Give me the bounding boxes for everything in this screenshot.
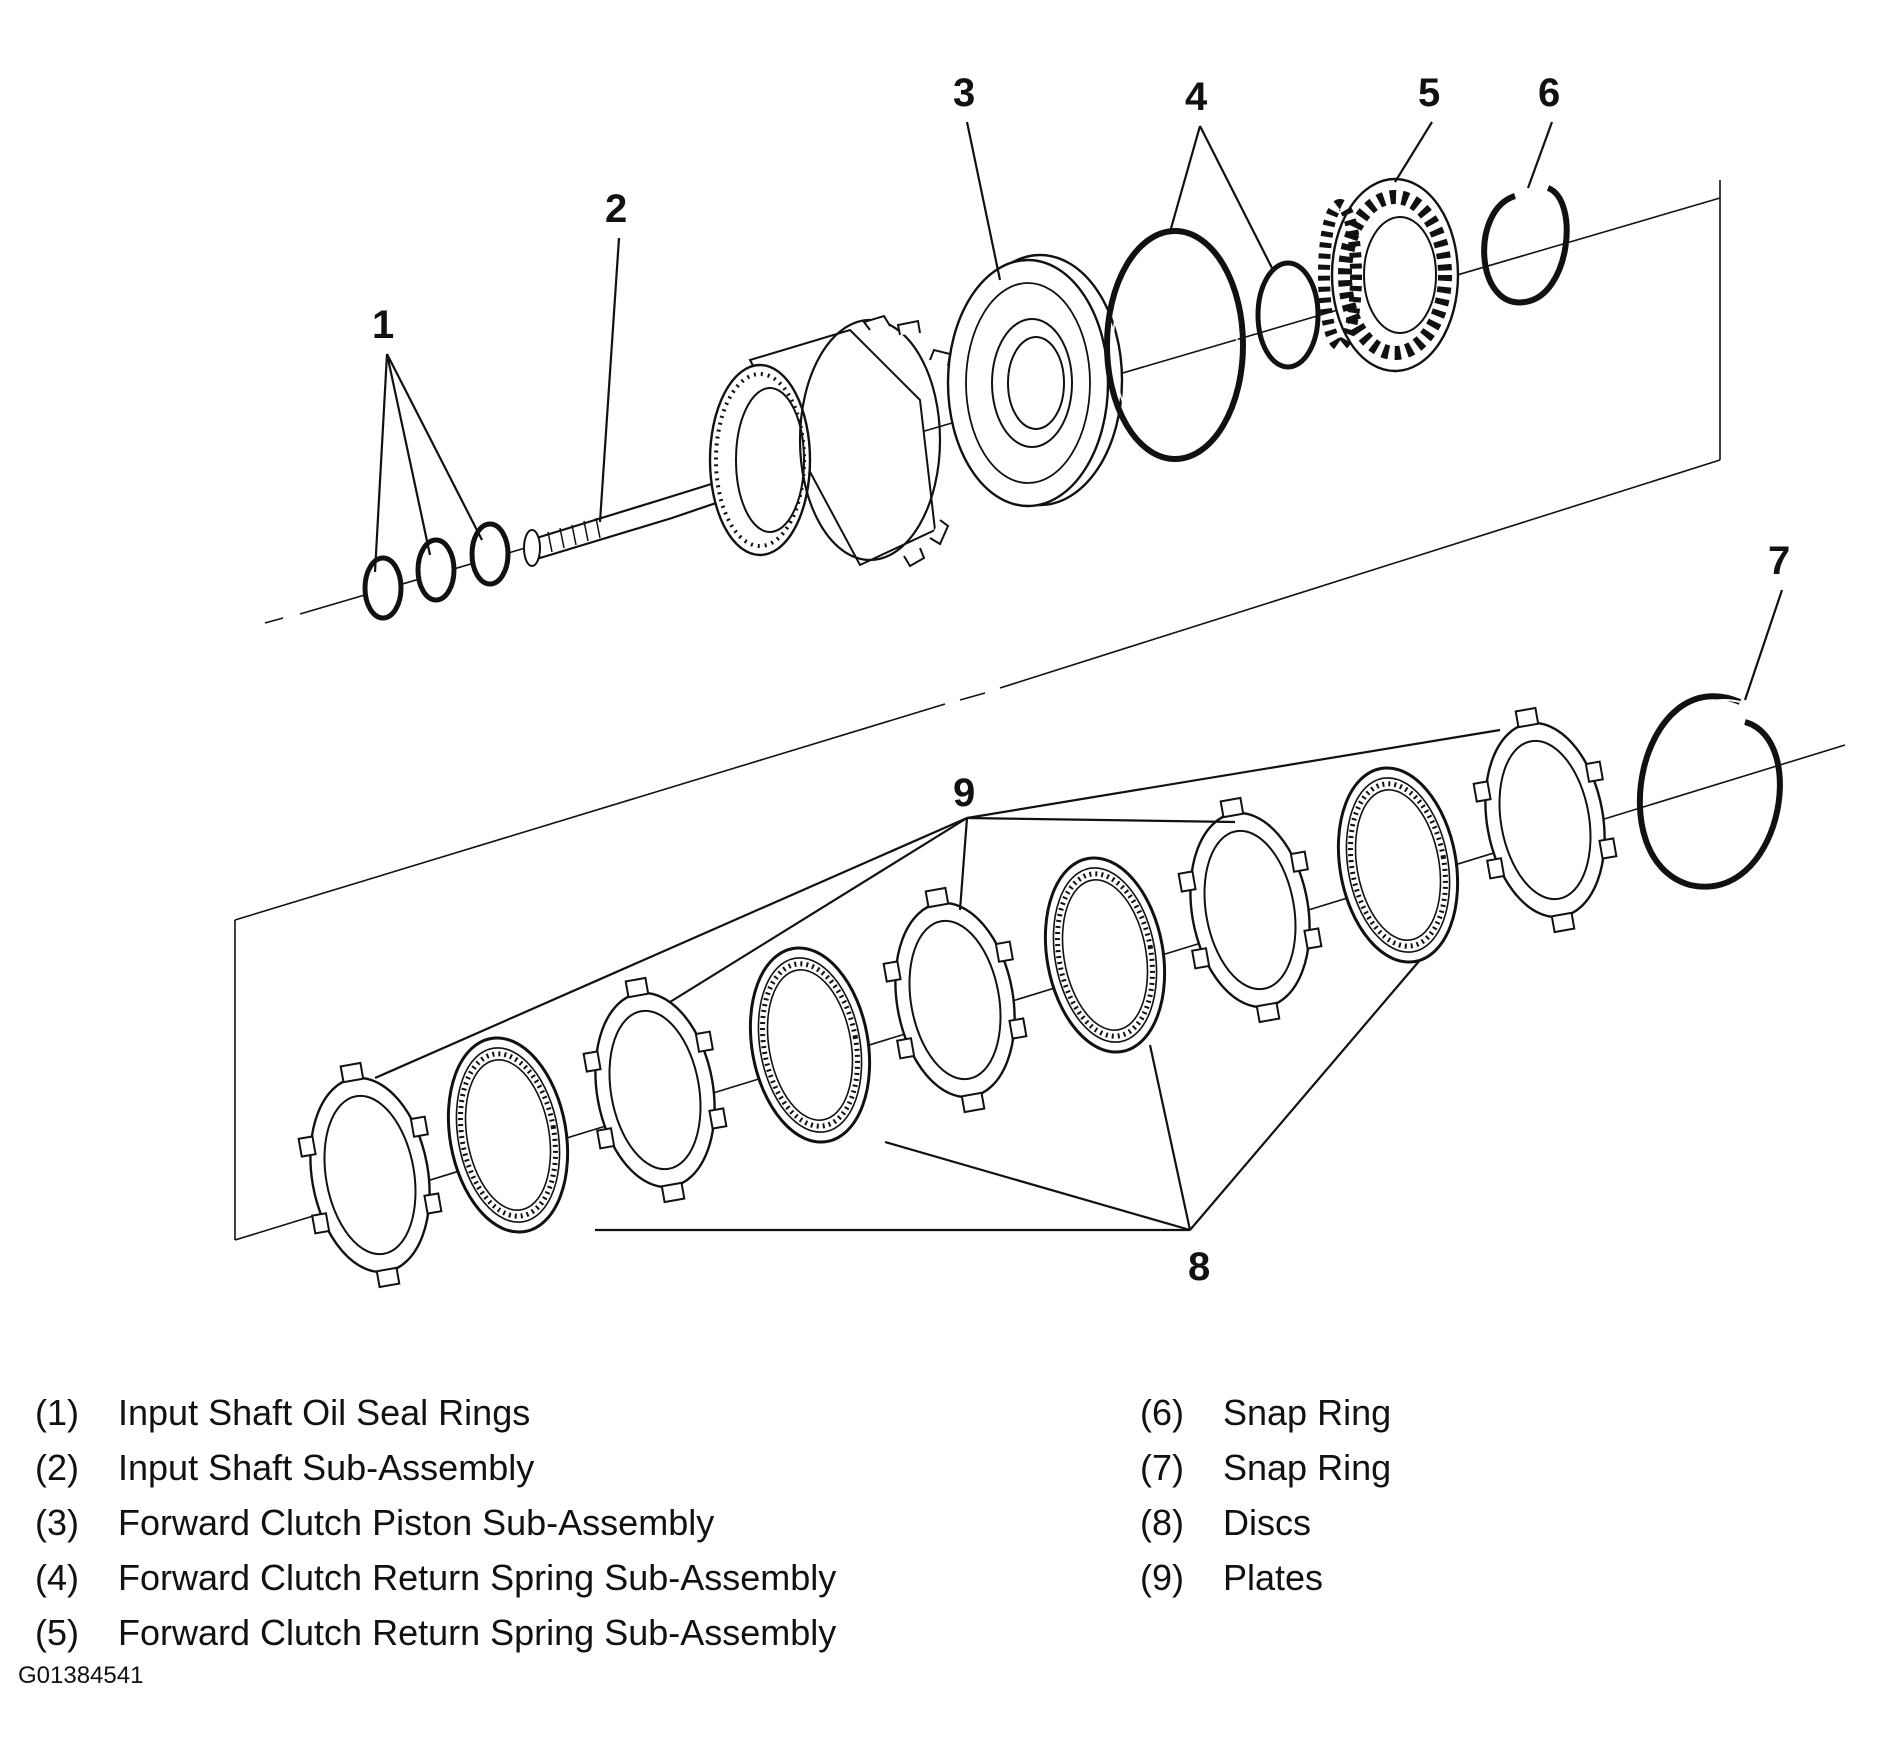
legend-number: (7) bbox=[1140, 1447, 1184, 1488]
forward-clutch-piston bbox=[946, 253, 1124, 508]
legend-label: Forward Clutch Piston Sub-Assembly bbox=[118, 1502, 715, 1543]
legend-number: (3) bbox=[35, 1502, 79, 1543]
callout-6: 6 bbox=[1538, 71, 1560, 115]
legend-item: (1) Input Shaft Oil Seal Rings bbox=[35, 1385, 836, 1440]
upper-bracket-dash bbox=[959, 692, 986, 701]
legend-item: (3) Forward Clutch Piston Sub-Assembly bbox=[35, 1495, 836, 1550]
legend-item: (6) Snap Ring bbox=[1140, 1385, 1391, 1440]
legend-item: (9) Plates bbox=[1140, 1550, 1391, 1605]
callout-2: 2 bbox=[605, 187, 627, 231]
legend-label: Forward Clutch Return Spring Sub-Assembl… bbox=[118, 1612, 837, 1653]
legend-label: Snap Ring bbox=[1223, 1447, 1392, 1488]
upper-axis-dash bbox=[264, 617, 284, 624]
snap-ring-large bbox=[1636, 693, 1783, 890]
legend-number: (1) bbox=[35, 1392, 79, 1433]
legend-item: (4) Forward Clutch Return Spring Sub-Asse… bbox=[35, 1550, 836, 1605]
callout-7: 7 bbox=[1768, 539, 1790, 583]
friction-disc bbox=[1031, 848, 1179, 1061]
legend-number: (5) bbox=[35, 1612, 79, 1653]
legend-label: Discs bbox=[1223, 1502, 1311, 1543]
legend-number: (4) bbox=[35, 1557, 79, 1598]
steel-plate bbox=[871, 877, 1039, 1123]
snap-ring-small bbox=[1481, 185, 1570, 306]
legend-item: (7) Snap Ring bbox=[1140, 1440, 1391, 1495]
callout-3: 3 bbox=[953, 71, 975, 115]
legend-number: (9) bbox=[1140, 1557, 1184, 1598]
legend-number: (6) bbox=[1140, 1392, 1184, 1433]
steel-plate bbox=[286, 1052, 454, 1298]
legend-number: (8) bbox=[1140, 1502, 1184, 1543]
return-spring-retainer bbox=[1318, 177, 1460, 373]
upper-bracket-continuation bbox=[234, 703, 946, 921]
legend-item: (8) Discs bbox=[1140, 1495, 1391, 1550]
friction-disc bbox=[1324, 758, 1472, 971]
callout-8: 8 bbox=[1188, 1245, 1210, 1289]
callout-4: 4 bbox=[1185, 75, 1208, 119]
return-spring-rings bbox=[1104, 228, 1321, 462]
steel-plate bbox=[1166, 787, 1334, 1033]
friction-disc bbox=[434, 1028, 582, 1241]
legend-label: Snap Ring bbox=[1223, 1392, 1392, 1433]
input-clutch-drum bbox=[708, 314, 952, 568]
legend-right-column: (6) Snap Ring (7) Snap Ring (8) Discs (9) Pl… bbox=[1140, 1385, 1391, 1605]
legend-label: Plates bbox=[1223, 1557, 1324, 1598]
legend-number: (2) bbox=[35, 1447, 79, 1488]
steel-plate bbox=[571, 967, 739, 1213]
callout-5: 5 bbox=[1418, 71, 1440, 115]
legend-item: (5) Forward Clutch Return Spring Sub-Asse… bbox=[35, 1605, 836, 1660]
friction-disc bbox=[736, 938, 884, 1151]
legend-label: Forward Clutch Return Spring Sub-Assembl… bbox=[118, 1557, 837, 1598]
figure-id: G01384541 bbox=[18, 1662, 144, 1689]
legend-item: (2) Input Shaft Sub-Assembly bbox=[35, 1440, 836, 1495]
leader-lines bbox=[373, 121, 1784, 1232]
legend-left-column: (1) Input Shaft Oil Seal Rings (2) Input S… bbox=[35, 1385, 836, 1660]
callout-1: 1 bbox=[372, 303, 394, 347]
upper-bracket-diagonal bbox=[999, 459, 1721, 689]
steel-plate bbox=[1461, 697, 1629, 943]
legend-label: Input Shaft Sub-Assembly bbox=[118, 1447, 535, 1488]
oil-seal-rings bbox=[362, 521, 511, 621]
exploded-view-diagram: 1 2 3 4 5 6 7 8 9 bbox=[234, 71, 1846, 1298]
callout-9: 9 bbox=[953, 771, 975, 815]
legend-label: Input Shaft Oil Seal Rings bbox=[118, 1392, 531, 1433]
